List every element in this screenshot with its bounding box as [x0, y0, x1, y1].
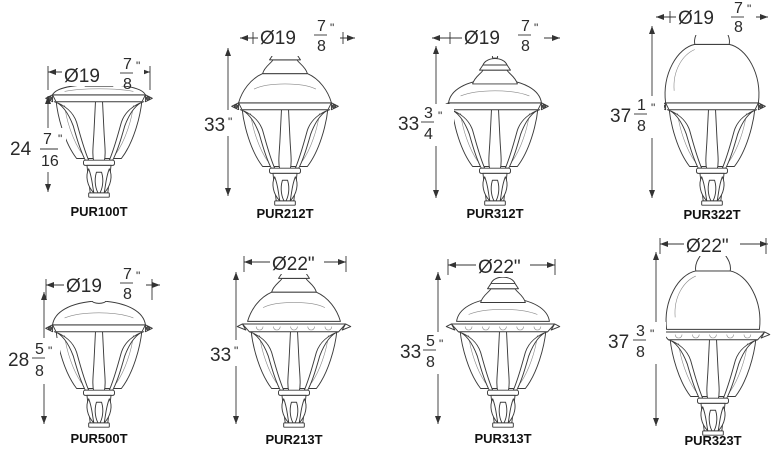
diameter-whole: Ø19 — [464, 28, 500, 49]
height-dimension: 28 5 8 " — [6, 292, 60, 424]
fixture-pur100t: Ø19 7 8 " 24 7 16 " PUR100T — [8, 56, 153, 219]
model-label: PUR323T — [684, 433, 741, 448]
diameter-dimension: Ø19 7 8 " — [47, 56, 151, 93]
diameter-whole: Ø19 — [678, 8, 714, 29]
model-label: PUR100T — [70, 204, 127, 219]
height-denominator: 8 — [35, 363, 44, 380]
diameter-whole: Ø22" — [686, 236, 729, 257]
lamp-drawing — [658, 7, 766, 206]
lamp-drawing — [236, 260, 352, 428]
height-whole: 24 — [10, 139, 32, 160]
diameter-denominator: 8 — [317, 38, 326, 55]
height-denominator: 8 — [637, 118, 646, 135]
diameter-unit: " — [136, 59, 140, 73]
height-unit: " — [650, 327, 654, 341]
fixture-pur212t: Ø19 7 8 " 33 " PUR212T — [200, 18, 355, 221]
height-denominator: 4 — [424, 126, 433, 143]
height-whole: 33 — [400, 342, 421, 363]
diameter-whole: Ø19 — [64, 66, 100, 87]
diameter-whole: Ø22" — [272, 254, 315, 275]
diameter-numerator: 7 — [521, 18, 530, 35]
height-unit: " — [58, 132, 62, 146]
model-label: PUR213T — [265, 432, 322, 447]
height-whole: 28 — [8, 350, 29, 371]
diameter-denominator: 8 — [123, 76, 132, 93]
model-label: PUR212T — [256, 206, 313, 221]
height-whole: 33 — [398, 114, 419, 135]
diameter-dimension: Ø19 7 8 " — [45, 266, 160, 303]
height-dimension: 33 " — [200, 48, 240, 196]
height-dimension: 37 1 8 " — [608, 26, 664, 198]
diameter-numerator: 7 — [734, 0, 743, 17]
height-whole: 37 — [608, 332, 629, 353]
height-dimension: 33 " — [208, 272, 248, 424]
diameter-whole: Ø19 — [260, 28, 296, 49]
height-dimension: 24 7 16 " — [8, 96, 66, 192]
height-unit: " — [228, 115, 232, 129]
height-unit: " — [439, 337, 443, 351]
height-unit: " — [438, 109, 442, 123]
fixture-pur322t: Ø19 7 8 " 37 1 8 " PUR322T — [608, 0, 768, 222]
diameter-denominator: 8 — [734, 19, 743, 36]
lamp-drawing — [45, 297, 153, 428]
diameter-unit: " — [136, 269, 140, 283]
height-whole: 37 — [610, 106, 631, 127]
lamp-drawing — [655, 234, 771, 436]
diameter-numerator: 7 — [317, 18, 326, 35]
diameter-whole: Ø19 — [66, 276, 102, 297]
diameter-dimension: Ø22" — [243, 250, 347, 275]
height-dimension: 33 5 8 " — [398, 272, 452, 424]
diameter-unit: " — [330, 21, 334, 35]
diameter-dimension: Ø19 7 8 " — [240, 18, 355, 56]
height-dimension: 33 3 4 " — [396, 46, 454, 198]
height-dimension: 37 3 8 " — [606, 252, 666, 426]
height-unit: " — [48, 344, 52, 358]
model-label: PUR500T — [70, 431, 127, 446]
diameter-numerator: 7 — [123, 266, 132, 283]
lamp-drawing — [441, 52, 549, 206]
fixture-pur500t: Ø19 7 8 " 28 5 8 " PUR500T — [6, 266, 160, 446]
height-numerator: 3 — [424, 105, 433, 122]
fixture-pur312t: Ø19 7 8 " 33 3 4 " PUR312T — [396, 18, 560, 221]
diameter-numerator: 7 — [123, 56, 132, 73]
diameter-denominator: 8 — [123, 286, 132, 303]
height-whole: 33 — [204, 115, 225, 136]
diameter-dimension: Ø22" — [447, 253, 556, 278]
diameter-whole: Ø22" — [478, 257, 521, 278]
height-unit: " — [234, 344, 238, 358]
height-denominator: 8 — [636, 344, 645, 361]
height-unit: " — [651, 101, 655, 115]
model-label: PUR313T — [474, 431, 531, 446]
height-numerator: 5 — [426, 333, 435, 350]
height-numerator: 5 — [35, 341, 44, 358]
diameter-denominator: 8 — [521, 38, 530, 55]
fixture-pur323t: Ø22" 37 3 8 " PUR323T — [606, 232, 771, 448]
diameter-dimension: Ø19 7 8 " — [656, 0, 768, 36]
model-label: PUR312T — [466, 206, 523, 221]
diameter-dimension: Ø22" — [659, 232, 768, 257]
height-whole: 33 — [210, 345, 231, 366]
model-label: PUR322T — [683, 207, 740, 222]
diameter-unit: " — [747, 2, 751, 16]
height-numerator: 7 — [43, 131, 52, 148]
fixture-pur313t: Ø22" 33 5 8 " PUR313T — [398, 253, 561, 446]
height-denominator: 16 — [41, 153, 59, 170]
lamp-drawing — [231, 42, 339, 206]
diameter-unit: " — [534, 21, 538, 35]
fixture-pur213t: Ø22" 33 " PUR213T — [208, 250, 352, 447]
diameter-dimension: Ø19 7 8 " — [432, 18, 560, 56]
height-numerator: 3 — [636, 323, 645, 340]
lamp-drawing — [445, 271, 561, 428]
height-denominator: 8 — [426, 354, 435, 371]
height-numerator: 1 — [637, 97, 646, 114]
